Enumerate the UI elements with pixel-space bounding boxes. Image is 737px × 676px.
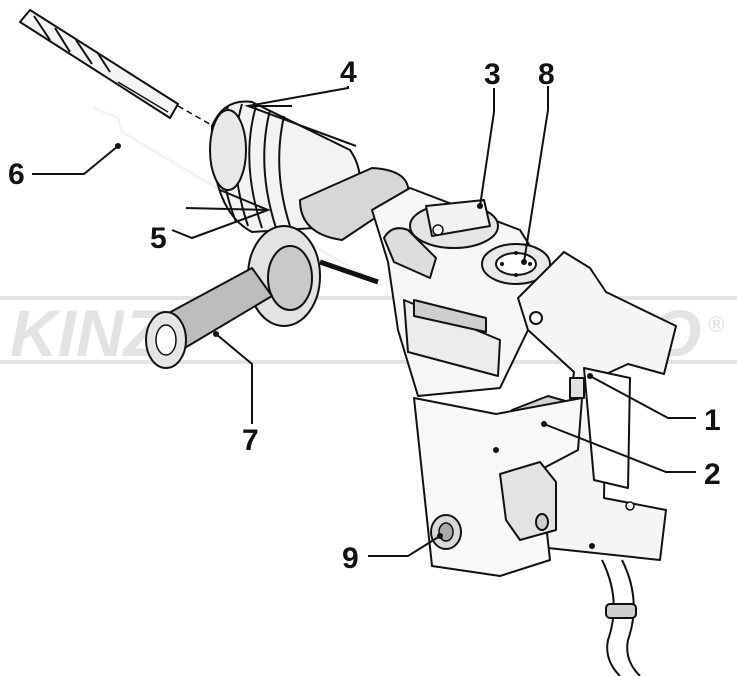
speed-dial: [481, 243, 551, 285]
brush-cap: [430, 514, 462, 550]
callout-7: 7: [242, 424, 259, 457]
leader-lines: [32, 86, 696, 557]
watermark-registered: ®: [708, 312, 725, 337]
callout-4: 4: [340, 56, 357, 89]
rear-handle: [517, 251, 677, 561]
callout-6: 6: [8, 158, 25, 191]
power-cord: [601, 559, 641, 676]
gear-housing: [371, 187, 541, 397]
callout-2: 2: [704, 458, 721, 491]
callout-1: 1: [704, 404, 721, 437]
callout-5: 5: [150, 222, 167, 255]
callout-8: 8: [538, 58, 555, 91]
watermark-text-left: KINZ: [10, 296, 167, 370]
side-handle: [145, 225, 379, 369]
callout-9: 9: [342, 542, 359, 575]
callout-labels: 1 2 3 4 5 6 7 8 9: [8, 56, 721, 575]
drill-bit: [19, 9, 216, 128]
callout-3: 3: [484, 58, 501, 91]
mode-selector-knob: [409, 199, 499, 249]
